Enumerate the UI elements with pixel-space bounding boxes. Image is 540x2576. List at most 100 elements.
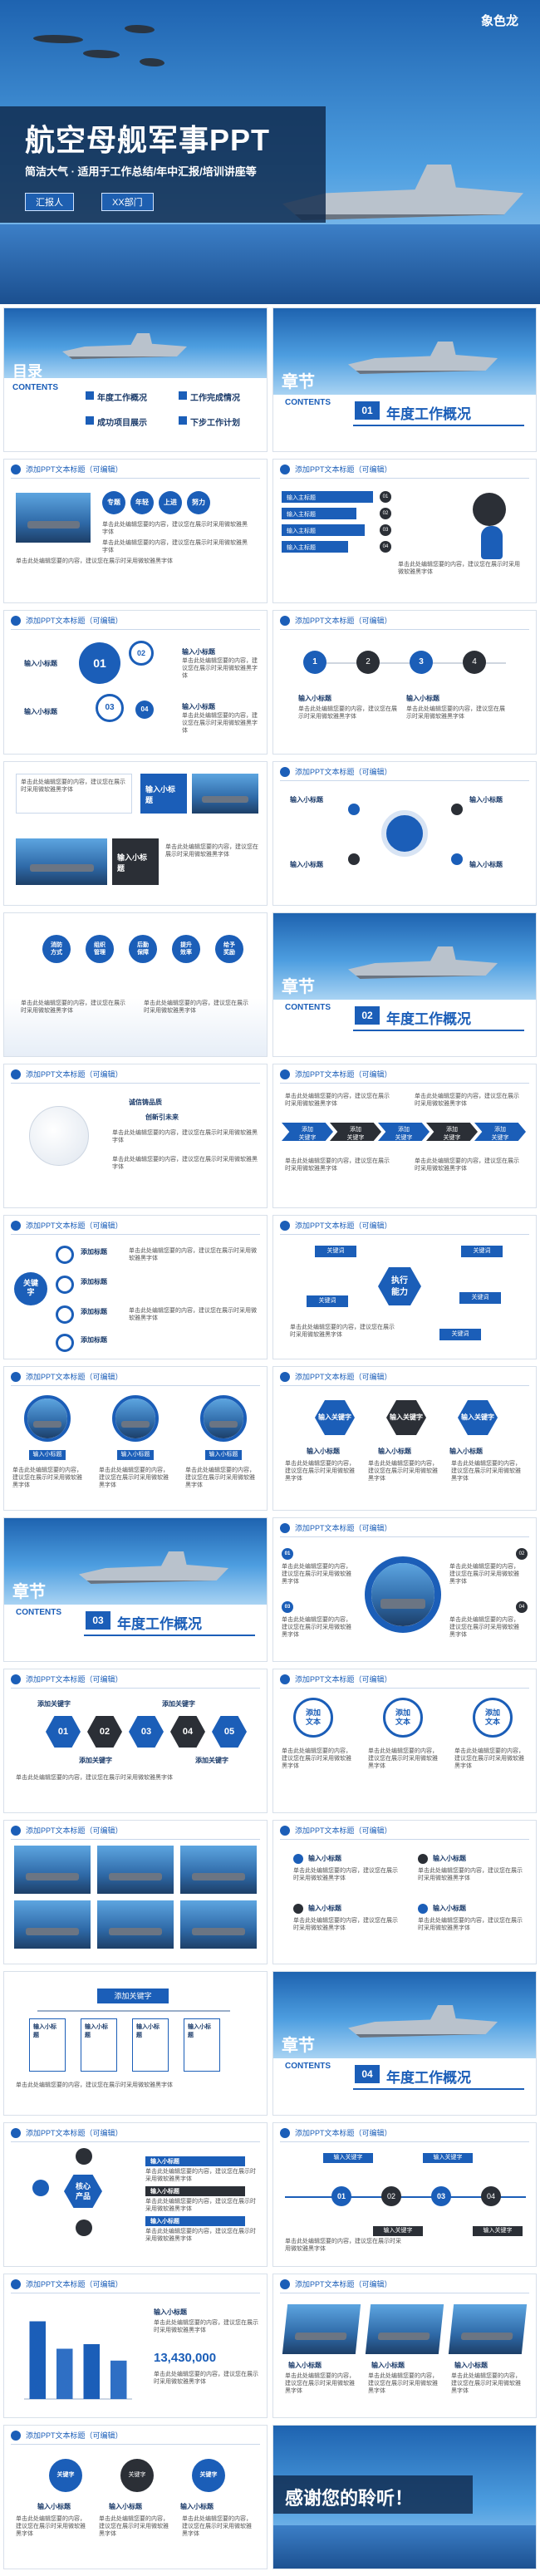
step-circle: 04 (135, 701, 154, 719)
content-slide-16[interactable]: 添加PPT文本标题（可编辑） 输入小标题 输入小标题 输入小标题 单击此处编辑您… (3, 1366, 268, 1511)
node-dot (293, 1904, 303, 1914)
badge: 03 (282, 1601, 293, 1613)
content-slide-5[interactable]: 添加PPT文本标题（可编辑） 01 02 03 04 输入小标题 输入小标题 输… (3, 610, 268, 755)
jet-icon (140, 58, 164, 66)
toc-slide[interactable]: 目录 CONTENTS 年度工作概况 工作完成情况 成功项目展示 下步工作计划 (3, 307, 268, 452)
process-chevron: 添加 关键字 (474, 1123, 526, 1141)
body-text: 单击此处编辑您要的内容，建议您在展示时采用微软雅黑字体 (182, 713, 258, 734)
carrier-photo (115, 1399, 155, 1438)
content-slide-6[interactable]: 添加PPT文本标题（可编辑） 1 2 3 4 输入小标题 输入小标题 单击此处编… (272, 610, 537, 755)
thanks-slide[interactable]: 感谢您的聆听！ (272, 2425, 537, 2569)
chapter-slide-2[interactable]: 章节 CONTENTS 02 年度工作概况 (272, 912, 537, 1057)
divider (11, 1839, 260, 1840)
step-circle: 02 (129, 641, 154, 666)
content-slide-21[interactable]: 添加PPT文本标题（可编辑） 输入小标题 输入小标题 输入小标题 输入小标题 单… (272, 1820, 537, 1964)
slide-header: 添加PPT文本标题（可编辑） (273, 1064, 536, 1084)
slide-header: 添加PPT文本标题（可编辑） (4, 2274, 267, 2294)
keyword-tag: 关键词 (315, 1246, 356, 1257)
cover-slide[interactable]: 象色龙 航空母舰军事PPT 简洁大气 · 适用于工作总结/年中汇报/培训讲座等 … (0, 0, 540, 304)
content-slide-3[interactable]: 添加PPT文本标题（可编辑） 专题 年轻 上进 努力 单击此处编辑您要的内容，建… (3, 459, 268, 603)
carrier-photo (448, 2304, 528, 2354)
chapter-slide-1[interactable]: 章节 CONTENTS 01 年度工作概况 (272, 307, 537, 452)
content-slide-19a[interactable]: 添加PPT文本标题（可编辑） 01 03 02 04 单击此处编辑您要的内容，建… (272, 1517, 537, 1662)
badge: 03 (380, 524, 391, 536)
title-bar: 输入主标题 (282, 491, 373, 503)
header-dot (11, 465, 21, 474)
content-slide-15[interactable]: 添加PPT文本标题（可编辑） 执行 能力 关键词 关键词 关键词 关键词 关键词… (272, 1215, 537, 1359)
content-slide-19[interactable]: 添加PPT文本标题（可编辑） 添加 文本 添加 文本 添加 文本 单击此处编辑您… (272, 1669, 537, 1813)
slide-title: 添加PPT文本标题（可编辑） (26, 465, 123, 474)
body-text: 单击此处编辑您要的内容，建议您在展示时采用微软雅黑字体 (285, 2239, 401, 2252)
node-dot (348, 804, 360, 815)
divider (280, 780, 529, 781)
subtitle-tag: 输入小标题 (205, 1450, 242, 1460)
keyword-label: 添加关键字 (195, 1757, 228, 1764)
content-slide-18[interactable]: 添加PPT文本标题（可编辑） 01 02 03 04 05 添加关键字 添加关键… (3, 1669, 268, 1813)
subtitle-box: 输入小标题 (112, 838, 159, 885)
node-dot (418, 1904, 428, 1914)
bar-B (56, 2348, 73, 2399)
slide-title: 添加PPT文本标题（可编辑） (295, 1675, 392, 1684)
bar-C (83, 2344, 100, 2399)
reporter-button[interactable]: 汇报人 (25, 193, 74, 211)
chapter-slide-4[interactable]: 章节 CONTENTS 04 年度工作概况 (272, 1971, 537, 2116)
body-text: 单击此处编辑您要的内容，建议您在展示时采用微软雅黑字体 (398, 562, 520, 575)
subtitle-label: 输入小标题 (136, 2024, 160, 2038)
bar-D (110, 2360, 127, 2399)
text-bubble: 添加 文本 (473, 1698, 513, 1738)
subtitle-label: 输入小标题 (150, 2159, 179, 2165)
body-text: 单击此处编辑您要的内容，建议您在展示时采用微软雅黑字体 (418, 1868, 523, 1881)
content-slide-14[interactable]: 添加PPT文本标题（可编辑） 关键 字 添加标题 添加标题 添加标题 添加标题 … (3, 1215, 268, 1359)
body-text: 单击此处编辑您要的内容，建议您在展示时采用微软雅黑字体 (145, 2229, 256, 2242)
photo-circle (112, 1395, 159, 1442)
department-button[interactable]: XX部门 (101, 193, 154, 211)
keyword-tag: 关键词 (459, 1292, 501, 1304)
subtitle-label: 输入小标题 (298, 695, 331, 702)
title-bar: 输入主标题 (282, 541, 348, 553)
badge: 01 (282, 1548, 293, 1560)
content-slide-8[interactable]: 添加PPT文本标题（可编辑） 输入小标题 输入小标题 输入小标题 输入小标题 (272, 761, 537, 906)
body-text: 单击此处编辑您要的内容，建议您在展示时采用微软雅黑字体 (418, 1918, 523, 1931)
content-slide-25[interactable]: 添加PPT文本标题（可编辑） 输入小标题 单击此处编辑您要的内容，建议您在展示时… (3, 2274, 268, 2418)
content-slide-27[interactable]: 添加PPT文本标题（可编辑） 关键字 关键字 关键字 输入小标题 输入小标题 输… (3, 2425, 268, 2569)
content-slide-26[interactable]: 添加PPT文本标题（可编辑） 输入小标题 输入小标题 输入小标题 单击此处编辑您… (272, 2274, 537, 2418)
tag-circle: 上进 (159, 491, 182, 514)
content-slide-4[interactable]: 添加PPT文本标题（可编辑） 输入主标题 输入主标题 输入主标题 输入主标题 0… (272, 459, 537, 603)
content-slide-12[interactable]: 添加PPT文本标题（可编辑） 诚信铸品质 创新引未来 单击此处编辑您要的内容，建… (3, 1064, 268, 1208)
content-slide-22[interactable]: 添加关键字 输入小标题 输入小标题 输入小标题 输入小标题 单击此处编辑您要的内… (3, 1971, 268, 2116)
slide-title: 添加PPT文本标题（可编辑） (295, 2129, 392, 2137)
content-slide-10[interactable]: 消防 方式 组织 管理 后勤 保障 提升 效率 给予 奖励 单击此处编辑您要的内… (3, 912, 268, 1057)
sky-photo (16, 838, 107, 885)
military-photo (14, 1900, 91, 1949)
divider (280, 1536, 529, 1537)
toc-item[interactable]: 成功项目展示 (97, 419, 147, 428)
content-slide-13[interactable]: 添加PPT文本标题（可编辑） 添加 关键字 添加 关键字 添加 关键字 添加 关… (272, 1064, 537, 1208)
subtitle-label: 输入小标题 (454, 2362, 488, 2369)
tree-card: 输入小标题 (132, 2018, 169, 2072)
content-slide-17[interactable]: 添加PPT文本标题（可编辑） 输入关键字 输入关键字 输入关键字 输入小标题 输… (272, 1366, 537, 1511)
toc-item[interactable]: 年度工作概况 (97, 394, 147, 403)
chapter-label-en: CONTENTS (285, 398, 331, 407)
divider (11, 1385, 260, 1386)
content-slide-20[interactable]: 添加PPT文本标题（可编辑） (3, 1820, 268, 1964)
content-slide-23[interactable]: 添加PPT文本标题（可编辑） 核心 产品 输入小标题 输入小标题 输入小标题 单… (3, 2122, 268, 2267)
keyword-hexagon: 输入关键字 (458, 1400, 498, 1435)
body-text: 单击此处编辑您要的内容，建议您在展示时采用微软雅黑字体 (449, 1564, 519, 1585)
body-text: 单击此处编辑您要的内容，建议您在展示时采用微软雅黑字体 (285, 1094, 390, 1107)
title-bar (145, 2186, 245, 2196)
content-slide-24[interactable]: 添加PPT文本标题（可编辑） 01 02 03 04 输入关键字 输入关键字 输… (272, 2122, 537, 2267)
big-number: 13,430,000 (154, 2351, 217, 2365)
slide-title: 添加PPT文本标题（可编辑） (26, 617, 123, 625)
photo-circle (24, 1395, 71, 1442)
body-text: 单击此处编辑您要的内容，建议您在展示时采用微软雅黑字体 (16, 1775, 173, 1781)
toc-item[interactable]: 工作完成情况 (190, 394, 240, 403)
header-dot (280, 1523, 290, 1533)
slide-header: 添加PPT文本标题（可编辑） (4, 1367, 267, 1387)
content-slide-7[interactable]: 单击此处编辑您要的内容，建议您在展示时采用微软雅黑字体 输入小标题 输入小标题 … (3, 761, 268, 906)
toc-item[interactable]: 下步工作计划 (190, 419, 240, 428)
divider (84, 1635, 255, 1636)
item-title: 添加标题 (81, 1248, 107, 1256)
chapter-slide-3[interactable]: 章节 CONTENTS 03 年度工作概况 (3, 1517, 268, 1662)
pillar-circle: 消防 方式 (42, 935, 71, 963)
chapter-number: 03 (86, 1611, 110, 1630)
